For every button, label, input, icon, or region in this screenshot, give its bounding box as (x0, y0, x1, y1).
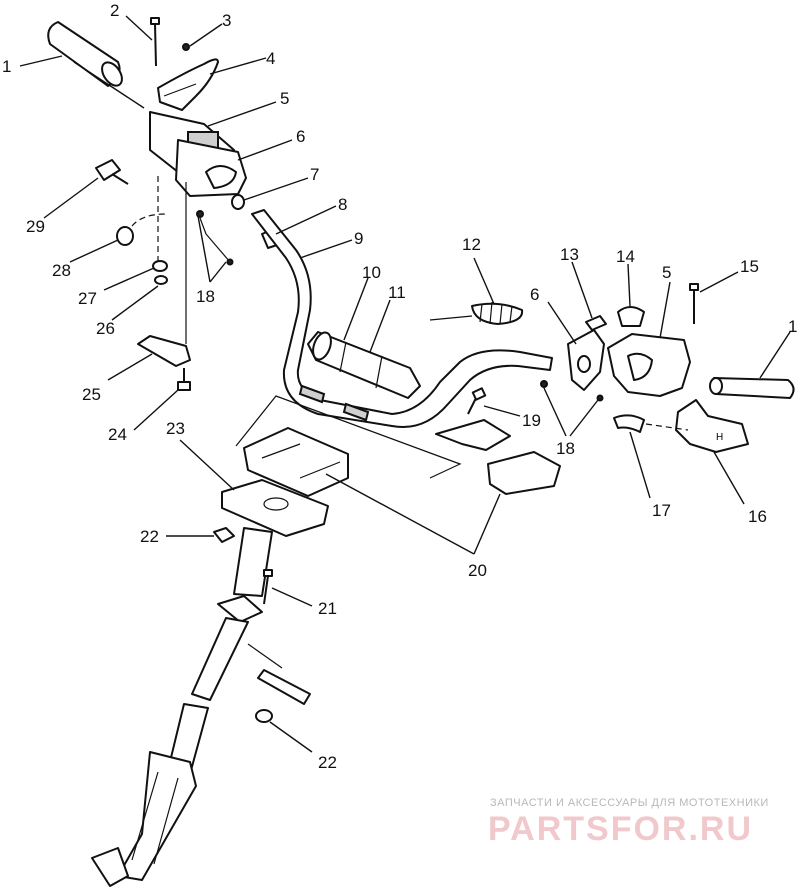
part-5-right-housing (607, 333, 691, 397)
part-25-bracket (137, 335, 191, 367)
part-22-nut-lower (255, 709, 273, 723)
part-27-nut (152, 260, 168, 272)
part-6-left-cover (175, 139, 247, 197)
callout-1-left: 1 (2, 57, 11, 76)
callout-14: 14 (616, 247, 635, 266)
pivot-sleeve (247, 643, 311, 705)
callout-25: 25 (82, 385, 101, 404)
part-1-right-grip (709, 377, 795, 399)
watermark-logo: PARTSFOR.RU (488, 810, 753, 848)
part-23-mount-plate (221, 479, 329, 537)
callout-12: 12 (462, 235, 481, 254)
part-19-bolt (467, 387, 487, 415)
callout-6-left: 6 (296, 127, 305, 146)
callout-labels: 1 2 3 4 5 6 7 8 9 10 11 12 13 14 5 15 1 … (2, 1, 797, 772)
part-24-bolt (177, 368, 191, 391)
callout-20: 20 (468, 561, 487, 580)
part-20-clamp-right (435, 419, 561, 495)
callout-8: 8 (338, 195, 347, 214)
callout-24: 24 (108, 425, 127, 444)
part-17-clip (613, 414, 645, 433)
callout-23: 23 (166, 419, 185, 438)
callout-16: 16 (748, 507, 767, 526)
callout-26: 26 (96, 319, 115, 338)
part-13-spring (585, 315, 607, 331)
callout-17: 17 (652, 501, 671, 520)
part-29-switch (95, 159, 129, 185)
callout-5-left: 5 (280, 89, 289, 108)
part-12-heater-element (429, 301, 524, 325)
callout-13: 13 (560, 245, 579, 264)
part-2-pivot-bolt (150, 17, 160, 67)
part-1-left-grip (47, 21, 123, 87)
callout-27: 27 (78, 289, 97, 308)
part-15-screw (689, 283, 699, 324)
callout-6-right: 6 (530, 285, 539, 304)
part-3-screw (182, 43, 190, 51)
callout-22-lower: 22 (318, 753, 337, 772)
callout-19: 19 (522, 411, 541, 430)
part-14-button (617, 306, 645, 327)
part-10-11-bar-pad (298, 331, 421, 422)
callout-22-upper: 22 (140, 527, 159, 546)
part-28-knob (116, 226, 134, 246)
callout-10: 10 (362, 263, 381, 282)
callout-4: 4 (266, 49, 275, 68)
part-18-screws-right (540, 380, 604, 402)
part-22-nut-upper (213, 527, 235, 543)
part-18-screws-left (196, 210, 234, 266)
part-7-grommet (231, 194, 245, 210)
part-16-throttle-lever: H (675, 399, 749, 453)
callout-9: 9 (354, 229, 363, 248)
callout-18-left: 18 (196, 287, 215, 306)
callout-11: 11 (388, 283, 406, 302)
callout-5-right: 5 (662, 263, 671, 282)
callout-29: 29 (26, 217, 45, 236)
part-26-washer (154, 275, 168, 285)
callout-18-right: 18 (556, 439, 575, 458)
part-9-handlebar (251, 209, 553, 428)
part-21-bolt (263, 569, 273, 605)
leader-lines (19, 15, 791, 753)
part-4-throttle-lever (157, 58, 219, 111)
callout-1-right: 1 (788, 317, 797, 336)
callout-15: 15 (740, 257, 759, 276)
svg-text:H: H (716, 432, 723, 443)
callout-7: 7 (310, 165, 319, 184)
callout-21: 21 (318, 599, 337, 618)
steering-post (91, 527, 273, 887)
watermark: ЗАПЧАСТИ И АКСЕССУАРЫ ДЛЯ МОТОТЕХНИКИ PA… (488, 797, 769, 848)
callout-28: 28 (52, 261, 71, 280)
callout-2: 2 (110, 1, 119, 20)
part-20-clamp-left (243, 427, 349, 497)
callout-3: 3 (222, 11, 231, 30)
watermark-tagline: ЗАПЧАСТИ И АКСЕССУАРЫ ДЛЯ МОТОТЕХНИКИ (490, 797, 769, 809)
